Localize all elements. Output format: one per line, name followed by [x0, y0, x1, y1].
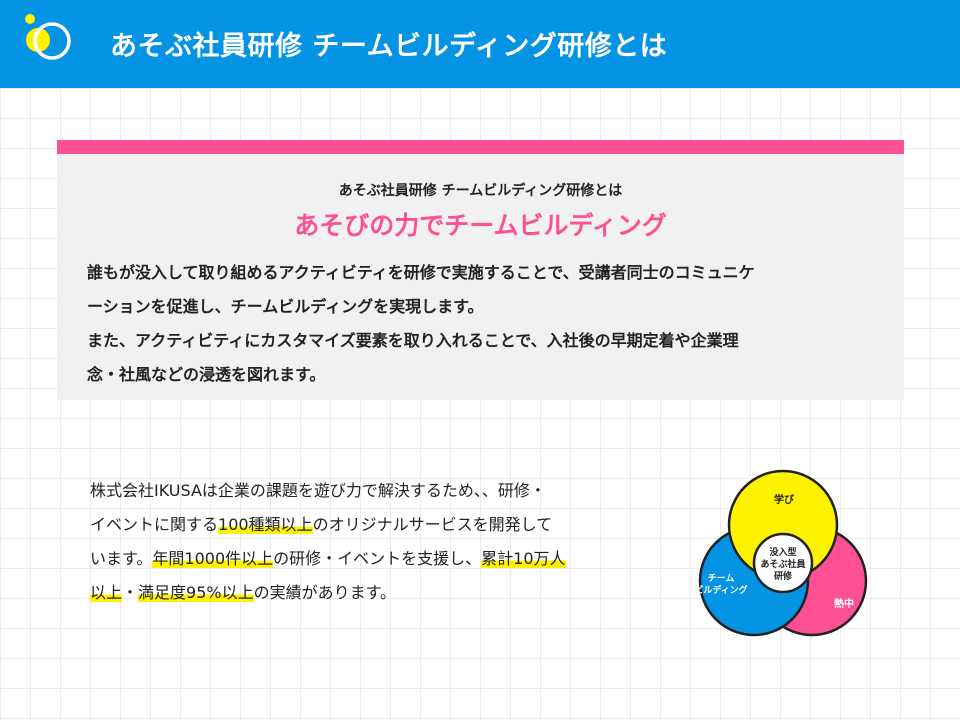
card-line: 誰もが没入して取り組めるアクティビティを研修で実施することで、受講者同士のコミュ…	[87, 263, 755, 282]
company-intro: 株式会社IKUSAは企業の課題を遊び力で解決するため、、研修・ イベントに関する…	[90, 474, 660, 610]
intro-text: 株式会社IKUSAは企業の課題を遊び力で解決するため、、研修・	[90, 481, 546, 500]
venn-label-left-1: チーム	[708, 573, 735, 584]
intro-text: ・	[122, 583, 139, 602]
intro-text: の研修・イベントを支援し、	[273, 549, 482, 568]
page-title: あそぶ社員研修 チームビルディング研修とは	[110, 31, 668, 62]
card-line: 念・社風などの浸透を図れます。	[87, 365, 326, 384]
highlight-total-participants: 累計10万人	[481, 549, 566, 568]
intro-line: イベントに関する100種類以上のオリジナルサービスを開発して	[90, 508, 660, 542]
intro-line: 以上・満足度95%以上の実績があります。	[90, 576, 660, 610]
venn-center-circle	[752, 532, 814, 594]
venn-label-top: 学び	[774, 493, 794, 506]
intro-text: イベントに関する	[90, 515, 219, 534]
intro-line: います。年間1000件以上の研修・イベントを支援し、累計10万人	[90, 542, 660, 576]
venn-center-label-2: あそぶ社員	[760, 558, 805, 570]
card-subtitle: あそぶ社員研修 チームビルディング研修とは	[338, 183, 623, 199]
highlight-annual-events: 年間1000件以上	[152, 549, 274, 568]
venn-center-label-1: 没入型	[769, 546, 796, 558]
card-description: 誰もが没入して取り組めるアクティビティを研修で実施することで、受講者同士のコミュ…	[87, 256, 877, 392]
highlight-total-participants-suffix: 以上	[90, 583, 123, 602]
intro-text: のオリジナルサービスを開発して	[312, 515, 553, 534]
venn-label-right: 熱中	[834, 597, 854, 610]
venn-label-left-2: ビルディング	[694, 584, 747, 596]
intro-text: の実績があります。	[253, 583, 397, 602]
card-line: また、アクティビティにカスタマイズ要素を取り入れることで、入社後の早期定着や企業…	[87, 331, 739, 350]
card-heading: あそびの力でチームビルディング	[294, 211, 667, 240]
venn-diagram: 学び チーム ビルディング 熱中 没入型 あそぶ社員 研修	[694, 469, 868, 637]
intro-line: 株式会社IKUSAは企業の課題を遊び力で解決するため、、研修・	[90, 474, 660, 508]
header-bar: あそぶ社員研修 チームビルディング研修とは	[0, 0, 960, 88]
logo-icon	[25, 14, 71, 60]
highlight-satisfaction: 満足度95%以上	[138, 583, 254, 602]
card-line: ーションを促進し、チームビルディングを実現します。	[87, 297, 484, 316]
venn-center-label-3: 研修	[774, 570, 793, 582]
highlight-service-count: 100種類以上	[218, 515, 313, 534]
intro-text: います。	[90, 549, 153, 568]
intro-card: あそぶ社員研修 チームビルディング研修とは あそびの力でチームビルディング 誰も…	[57, 140, 904, 400]
